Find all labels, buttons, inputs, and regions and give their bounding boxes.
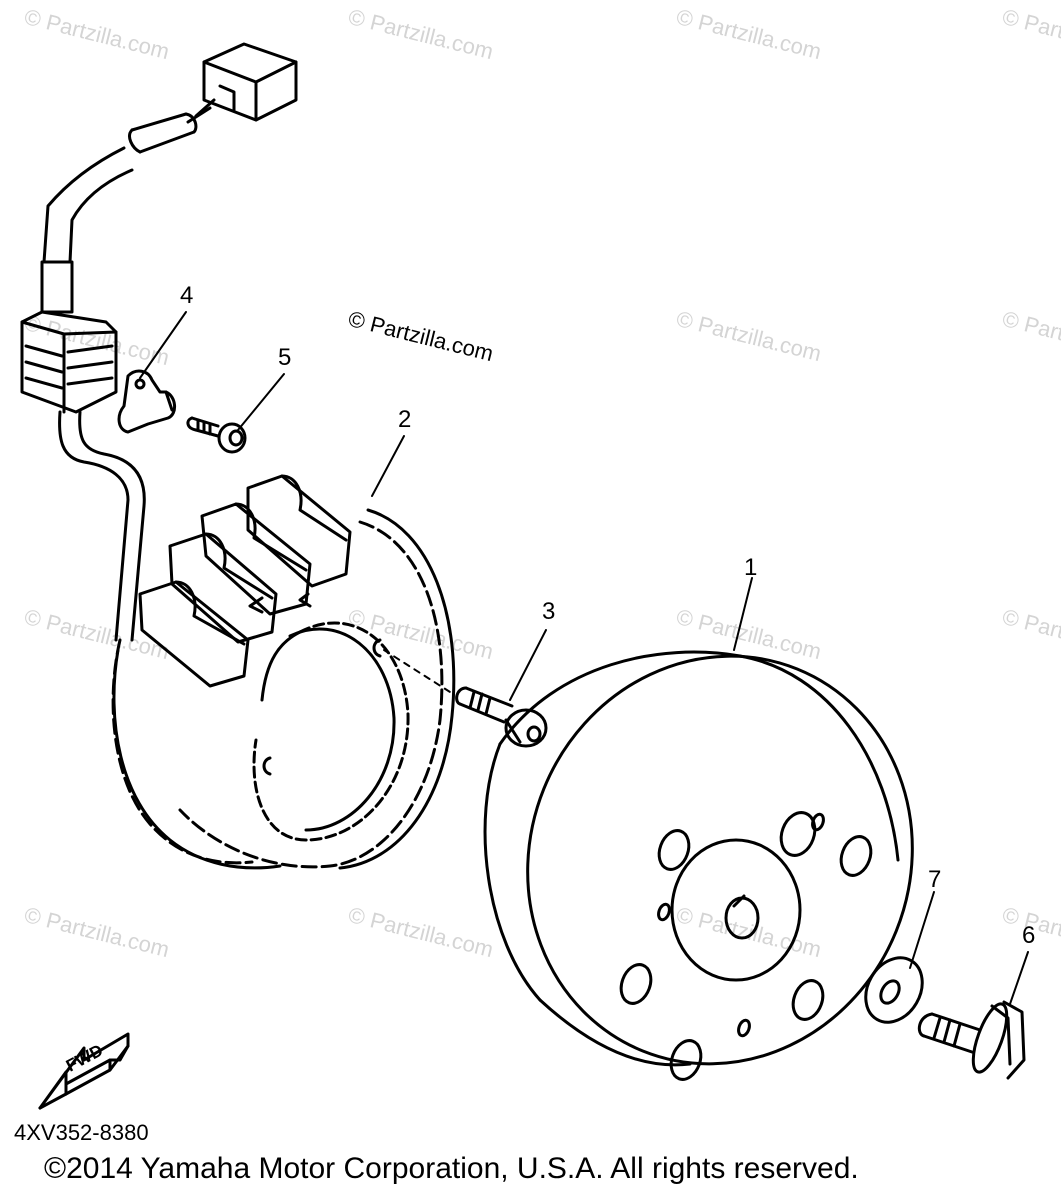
diagram-part-number: 4XV352-8380 bbox=[14, 1120, 149, 1145]
flywheel-part-1 bbox=[483, 650, 914, 1081]
callout-7: 7 bbox=[928, 866, 942, 893]
fwd-arrow-icon bbox=[38, 1032, 130, 1110]
callout-2: 2 bbox=[398, 406, 412, 433]
wire-harness bbox=[20, 42, 298, 642]
callout-3: 3 bbox=[542, 598, 556, 625]
leader-lines bbox=[139, 311, 1029, 1005]
callout-5: 5 bbox=[278, 344, 292, 371]
copyright-notice: ©2014 Yamaha Motor Corporation, U.S.A. A… bbox=[44, 1152, 859, 1185]
flange-bolt-part-6 bbox=[917, 1000, 1026, 1080]
stator-part-2 bbox=[111, 474, 456, 870]
callout-1: 1 bbox=[744, 554, 758, 581]
bolt-part-3 bbox=[383, 649, 548, 748]
callout-4: 4 bbox=[180, 282, 194, 309]
washer-part-7 bbox=[864, 956, 924, 1024]
callout-6: 6 bbox=[1022, 922, 1036, 949]
screw-part-5 bbox=[186, 416, 247, 454]
bracket-part-4 bbox=[117, 369, 176, 434]
